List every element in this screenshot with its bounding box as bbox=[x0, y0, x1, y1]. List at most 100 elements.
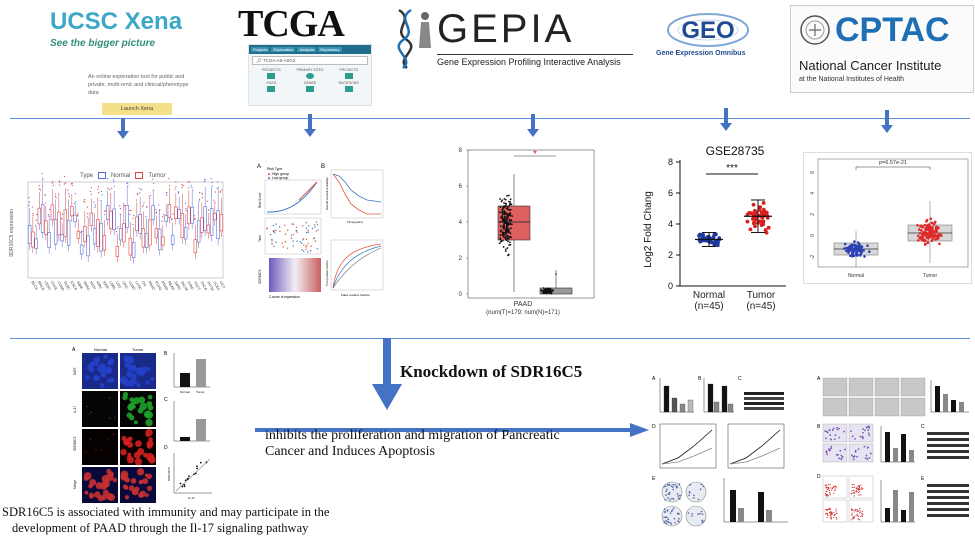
launch-xena-button[interactable]: Launch Xena bbox=[102, 103, 172, 115]
time-point bbox=[305, 245, 308, 247]
tcga-tab-analysis[interactable]: Analysis bbox=[297, 47, 317, 52]
flow-event bbox=[855, 491, 857, 493]
jitter-point-tumor bbox=[509, 243, 512, 246]
outlier-point bbox=[83, 199, 86, 201]
tcga-search[interactable]: 🔎︎ TCGA-A5-A0G2 bbox=[252, 56, 368, 65]
gepia-plot-title: PAAD bbox=[513, 301, 533, 308]
nucleus bbox=[90, 411, 92, 414]
jitter-point-tumor bbox=[501, 213, 504, 216]
flow-event bbox=[835, 487, 837, 489]
cell bbox=[853, 455, 856, 458]
time-point bbox=[281, 242, 283, 244]
data-point-tumor bbox=[916, 234, 920, 238]
data-point-normal bbox=[862, 248, 865, 252]
jitter-point-normal bbox=[544, 289, 547, 291]
colony bbox=[699, 512, 701, 515]
cell bbox=[850, 430, 852, 432]
outlier-point bbox=[107, 187, 109, 190]
flow-event bbox=[830, 487, 832, 489]
colony-dish bbox=[685, 505, 707, 527]
colony bbox=[665, 522, 667, 525]
data-point bbox=[760, 210, 765, 215]
cell bbox=[857, 448, 860, 451]
flow-event bbox=[857, 510, 859, 512]
jitter-point-tumor bbox=[507, 240, 509, 243]
flow-event bbox=[830, 517, 832, 519]
box bbox=[216, 210, 220, 240]
outlier-point bbox=[58, 180, 61, 182]
transwell-image bbox=[848, 443, 874, 463]
colony bbox=[665, 519, 667, 522]
cptac-logo-block: CPTAC National Cancer Institute at the N… bbox=[790, 5, 974, 93]
jitter-point-tumor bbox=[499, 211, 501, 214]
tcga-tab-projects[interactable]: Projects bbox=[251, 47, 270, 52]
colony bbox=[666, 488, 668, 491]
time-point bbox=[316, 248, 319, 250]
jitter-point-tumor bbox=[509, 198, 512, 201]
cell bbox=[863, 429, 866, 432]
bar bbox=[951, 400, 956, 412]
time-point bbox=[272, 230, 274, 233]
nucleus bbox=[126, 456, 135, 464]
tcga-tab-repository[interactable]: Repository bbox=[318, 47, 342, 52]
cell bbox=[841, 456, 844, 458]
data-point-tumor bbox=[920, 238, 924, 242]
jitter-point-tumor bbox=[507, 208, 509, 211]
tcga-tile-icon bbox=[344, 86, 353, 92]
flow-event bbox=[851, 514, 853, 517]
nucleus bbox=[137, 407, 144, 414]
time-point bbox=[278, 226, 281, 228]
wound-image bbox=[848, 397, 874, 417]
colony bbox=[664, 510, 667, 513]
time-point bbox=[305, 248, 307, 250]
flow-event bbox=[862, 513, 864, 515]
jitter-point-tumor bbox=[504, 204, 507, 207]
nucleus bbox=[124, 495, 130, 500]
scatter-point bbox=[184, 479, 187, 482]
colony bbox=[701, 519, 704, 522]
down-arrow-icon bbox=[720, 108, 732, 131]
flow-event bbox=[833, 514, 835, 517]
jitter-point-tumor bbox=[509, 218, 511, 221]
flow-event bbox=[830, 512, 833, 514]
outlier-point bbox=[159, 209, 161, 211]
outlier-point bbox=[185, 207, 187, 210]
cptac-line2: at the National Institutes of Health bbox=[799, 76, 905, 83]
outlier-point bbox=[140, 189, 142, 191]
box bbox=[219, 214, 224, 232]
legend-low: Low group bbox=[272, 176, 288, 180]
tcga-tab-exploration[interactable]: Exploration bbox=[271, 47, 296, 52]
flow-event bbox=[853, 483, 855, 486]
data-point bbox=[751, 202, 756, 207]
box bbox=[105, 205, 110, 220]
bar bbox=[679, 403, 686, 413]
box bbox=[60, 234, 64, 242]
outlier-point bbox=[193, 218, 196, 220]
nucleus bbox=[126, 364, 134, 371]
y-tick: 8 bbox=[668, 157, 673, 167]
jitter-point-tumor bbox=[507, 237, 510, 239]
km-xlabel: Time(years) bbox=[347, 220, 363, 224]
bar-tumor bbox=[196, 419, 206, 441]
colony bbox=[701, 521, 704, 524]
time-point bbox=[273, 245, 275, 248]
tick-label: THYM bbox=[206, 281, 215, 292]
time-point bbox=[271, 240, 273, 242]
outlier-point bbox=[52, 184, 54, 187]
nucleus bbox=[146, 443, 153, 449]
jitter-point-tumor bbox=[498, 242, 501, 245]
cell bbox=[862, 431, 864, 434]
nucleus bbox=[134, 458, 143, 466]
jitter-point-normal bbox=[550, 289, 552, 292]
data-point bbox=[699, 234, 704, 238]
jitter-point-tumor bbox=[506, 194, 508, 197]
box bbox=[213, 213, 217, 221]
tcga-screenshot: Projects Exploration Analysis Repository… bbox=[248, 44, 372, 106]
cell bbox=[850, 454, 853, 457]
nucleus bbox=[124, 440, 129, 445]
flow-event bbox=[859, 510, 861, 512]
outlier-point bbox=[129, 209, 131, 212]
box bbox=[53, 219, 58, 245]
data-point-normal bbox=[852, 254, 856, 258]
